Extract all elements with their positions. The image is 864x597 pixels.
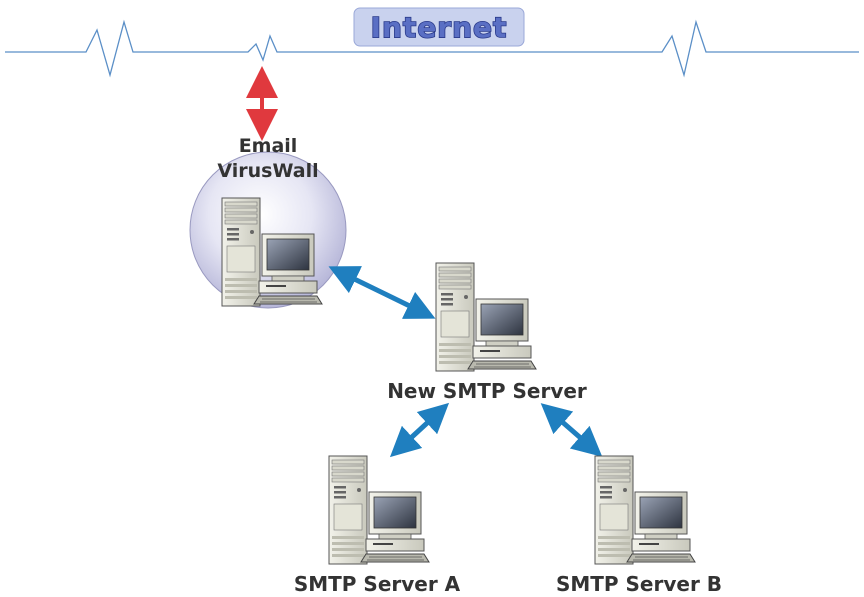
internet-backbone-line bbox=[5, 19, 859, 78]
newsmtp-smtpb-arrow bbox=[540, 403, 603, 457]
newsmtp-smtpa-arrow bbox=[389, 402, 450, 458]
new-smtp-server-computer-icon bbox=[435, 262, 537, 372]
viruswall-newsmtp-arrow bbox=[328, 266, 436, 319]
smtp-server-a-label: SMTP Server A bbox=[294, 572, 461, 596]
smtp-server-b-computer-icon bbox=[594, 455, 696, 565]
new-smtp-server-label: New SMTP Server bbox=[387, 379, 587, 403]
svg-text:Internet: Internet bbox=[371, 11, 508, 44]
viruswall-label-line2: VirusWall bbox=[217, 160, 318, 182]
internet-title: Internet bbox=[353, 7, 525, 47]
smtp-server-b-label: SMTP Server B bbox=[556, 572, 722, 596]
viruswall-label-line1: Email bbox=[239, 135, 298, 157]
smtp-server-a-computer-icon bbox=[328, 455, 430, 565]
